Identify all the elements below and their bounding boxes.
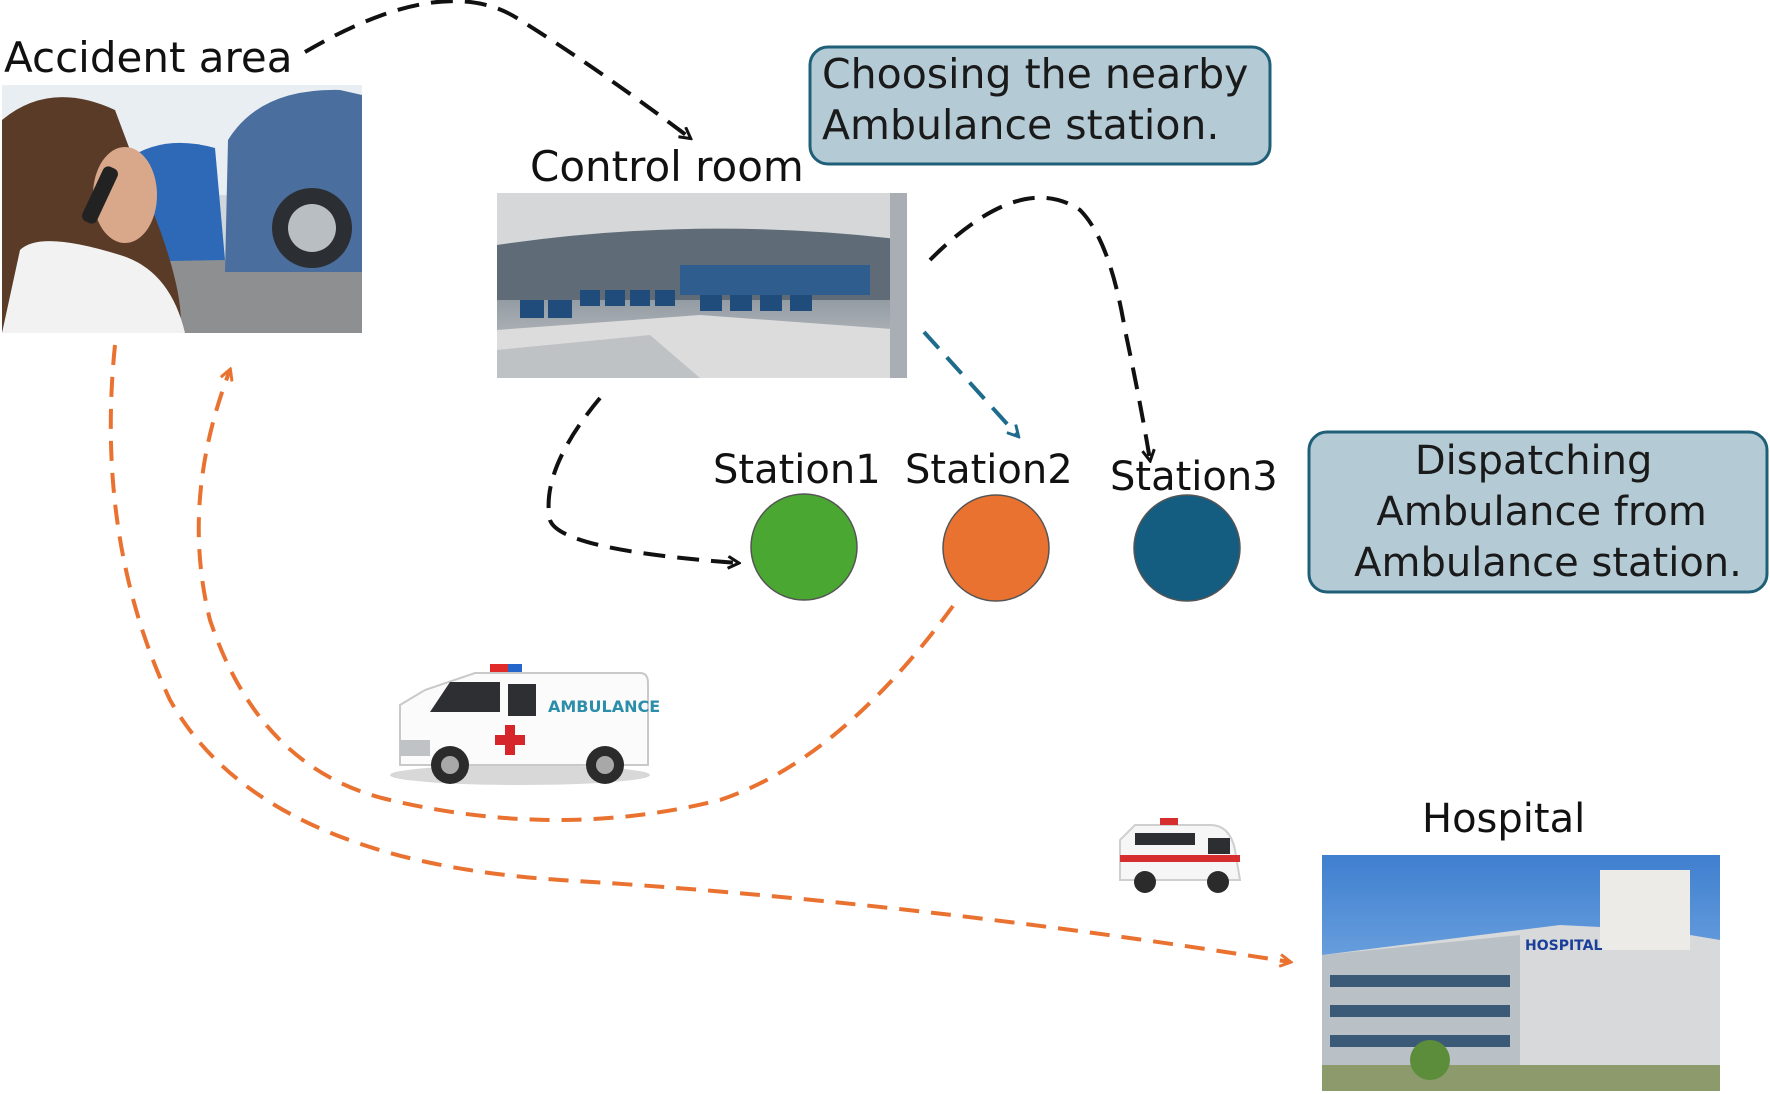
arrow-accident-area-to-hospital	[108, 344, 1290, 962]
station3-circle	[1133, 494, 1241, 602]
arrow-control-room-to-station3	[928, 195, 1150, 460]
arrow-station2-to-accident-area	[196, 370, 955, 822]
choosing-callout-box	[808, 45, 1272, 166]
arrow-control-room-to-station1	[546, 396, 738, 563]
dispatching-line-1: Dispatching	[1415, 438, 1653, 484]
arrow-accident-to-control-room	[303, 0, 690, 138]
control-room-photo-icon	[497, 193, 907, 378]
ambulance-van-icon: AMBULANCE	[390, 664, 660, 785]
arrow-control-room-to-station2	[922, 330, 1018, 436]
dispatching-callout-text: Dispatching Ambulance from Ambulance sta…	[1354, 438, 1742, 586]
hospital-photo-icon: HOSPITAL	[1322, 855, 1720, 1091]
ambulance-van-text: AMBULANCE	[548, 697, 660, 716]
choosing-line-1: Choosing the nearby	[822, 50, 1248, 98]
control-room-label: Control room	[530, 142, 804, 191]
choosing-line-2: Ambulance station.	[822, 101, 1219, 149]
station1-label: Station1	[713, 447, 881, 493]
station2-label: Station2	[905, 447, 1073, 493]
choosing-callout-text: Choosing the nearby Ambulance station.	[822, 50, 1261, 149]
accident-area-label: Accident area	[4, 33, 292, 82]
station2-circle	[942, 494, 1050, 602]
station3-label: Station3	[1110, 454, 1278, 500]
dispatching-callout-box	[1307, 430, 1769, 594]
station1-circle	[750, 493, 858, 601]
ambulance-small-icon	[1119, 818, 1242, 893]
dispatching-line-3: Ambulance station.	[1354, 540, 1742, 586]
hospital-label: Hospital	[1422, 796, 1585, 842]
hospital-sign: HOSPITAL	[1525, 938, 1602, 954]
dispatching-line-2: Ambulance from	[1376, 489, 1706, 535]
accident-photo-icon	[2, 85, 362, 333]
